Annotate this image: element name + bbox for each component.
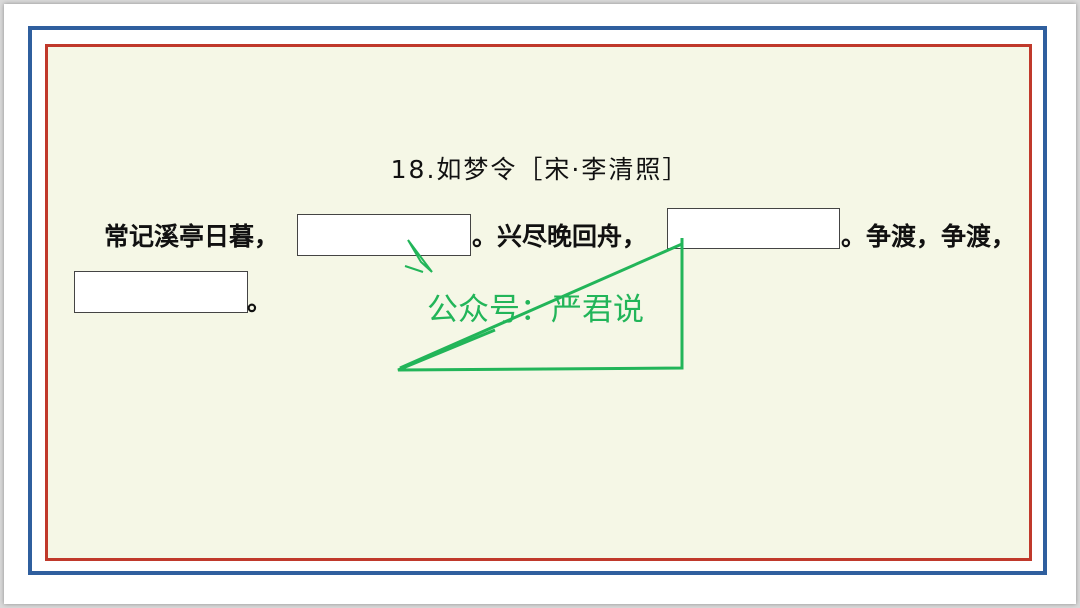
watermark-small-line	[404, 265, 424, 273]
watermark-small-triangle	[407, 239, 433, 273]
outer-blue-frame	[28, 26, 1047, 575]
answer-blank-2[interactable]	[667, 208, 840, 249]
poem-title: 18.如梦令［宋·李清照］	[390, 155, 690, 184]
line1-text-b: 。兴尽晚回舟，	[472, 222, 648, 251]
watermark-text: 公众号：严君说	[427, 292, 644, 328]
watermark-triangle-diagonal	[399, 242, 683, 370]
line1-text-c: 。争渡，争渡，	[841, 222, 1017, 251]
line1-text-a: 常记溪亭日暮，	[104, 222, 280, 251]
answer-blank-1[interactable]	[297, 214, 471, 256]
answer-blank-3[interactable]	[74, 271, 248, 313]
line2-end-punct: 。	[247, 287, 273, 316]
